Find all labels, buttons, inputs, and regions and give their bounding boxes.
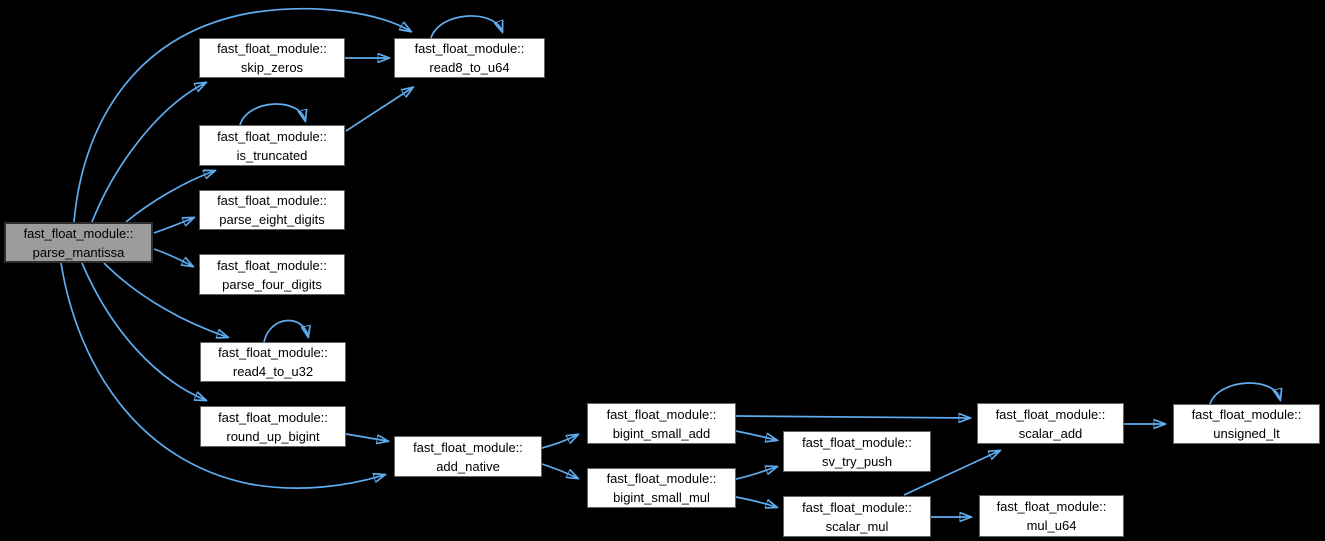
node-label-line2: is_truncated: [236, 147, 308, 163]
edge-bigint_small_mul-to-scalar_mul: [735, 496, 776, 507]
edge-read4_to_u32-self-loop: [263, 319, 308, 343]
node-label-line2: add_native: [436, 458, 500, 474]
node-bigint-small-mul[interactable]: fast_float_module:: bigint_small_mul: [587, 468, 736, 508]
node-label-line2: parse_eight_digits: [219, 212, 325, 227]
edge-bigint_small_add-to-sv_try_push: [735, 430, 776, 440]
node-label-line1: fast_float_module::: [414, 41, 525, 56]
edge-is_truncated-self-loop: [239, 103, 305, 126]
node-label-line2: bigint_small_mul: [613, 490, 710, 505]
node-add-native[interactable]: fast_float_module:: add_native: [394, 436, 542, 477]
node-label-line2: read8_to_u64: [429, 60, 510, 75]
edge-bigint_small_mul-to-sv_try_push: [735, 467, 776, 480]
node-label-line1: fast_float_module::: [802, 434, 912, 450]
edge-parse_mantissa-to-parse_four_digits: [153, 248, 192, 266]
node-read4-to-u32[interactable]: fast_float_module:: read4_to_u32: [200, 342, 346, 382]
node-label-line2: bigint_small_add: [612, 425, 711, 441]
node-label-line1: fast_float_module::: [217, 193, 327, 208]
node-unsigned-lt[interactable]: fast_float_module:: unsigned_lt: [1173, 404, 1320, 444]
node-mul-u64[interactable]: fast_float_module:: mul_u64: [979, 495, 1124, 537]
node-label-line1: fast_float_module::: [606, 406, 717, 422]
edge-parse_mantissa-to-add_native: [60, 262, 384, 489]
node-label-line1: fast_float_module::: [995, 406, 1106, 422]
node-label-line2: parse_four_digits: [222, 276, 322, 292]
node-label-line2: round_up_bigint: [226, 428, 320, 444]
node-label-line1: fast_float_module::: [218, 345, 328, 360]
node-label-line1: fast_float_module::: [996, 499, 1107, 514]
node-sv-try-push[interactable]: fast_float_module:: sv_try_push: [783, 431, 931, 472]
node-label-line1: fast_float_module::: [413, 439, 523, 455]
edge-parse_mantissa-to-round_up_bigint: [81, 262, 205, 400]
edge-add_native-to-bigint_small_add: [541, 435, 577, 449]
node-read8-to-u64[interactable]: fast_float_module:: read8_to_u64: [394, 38, 545, 78]
node-label-line2: parse_mantissa: [32, 244, 125, 260]
node-label-line1: fast_float_module::: [218, 409, 328, 425]
node-label-line1: fast_float_module::: [217, 41, 327, 56]
edge-parse_mantissa-to-parse_eight_digits: [153, 218, 193, 234]
node-parse-mantissa[interactable]: fast_float_module:: parse_mantissa: [4, 222, 153, 263]
node-scalar-mul[interactable]: fast_float_module:: scalar_mul: [783, 496, 931, 537]
node-label-line1: fast_float_module::: [1191, 407, 1302, 422]
node-label-line1: fast_float_module::: [23, 225, 134, 241]
node-label-line2: sv_try_push: [821, 453, 893, 469]
node-scalar-add[interactable]: fast_float_module:: scalar_add: [977, 403, 1124, 444]
edge-scalar_mul-to-scalar_add: [903, 451, 999, 496]
edge-is_truncated-to-read8_to_u64: [345, 88, 412, 132]
node-skip-zeros[interactable]: fast_float_module:: skip_zeros: [199, 38, 345, 78]
node-label-line2: mul_u64: [1026, 518, 1077, 533]
node-label-line1: fast_float_module::: [217, 257, 327, 273]
node-label-line1: fast_float_module::: [217, 128, 327, 144]
node-label-line1: fast_float_module::: [802, 499, 912, 515]
edge-bigint_small_add-to-scalar_add: [735, 416, 969, 418]
node-round-up-bigint[interactable]: fast_float_module:: round_up_bigint: [200, 406, 346, 447]
node-label-line2: scalar_mul: [825, 518, 889, 534]
edge-parse_mantissa-to-read4_to_u32: [103, 262, 227, 337]
node-bigint-small-add[interactable]: fast_float_module:: bigint_small_add: [587, 403, 736, 444]
node-label-line2: scalar_add: [1018, 425, 1083, 441]
edge-parse_mantissa-to-is_truncated: [125, 171, 214, 223]
edge-add_native-to-bigint_small_mul: [541, 463, 577, 478]
node-label-line1: fast_float_module::: [606, 471, 717, 486]
edge-unsigned_lt-self-loop: [1209, 382, 1280, 405]
edge-round_up_bigint-to-add_native: [345, 433, 387, 441]
node-parse-eight-digits[interactable]: fast_float_module:: parse_eight_digits: [199, 190, 345, 230]
node-label-line2: skip_zeros: [240, 60, 304, 75]
edge-parse_mantissa-to-skip_zeros: [91, 83, 205, 223]
node-is-truncated[interactable]: fast_float_module:: is_truncated: [199, 125, 345, 166]
node-label-line2: unsigned_lt: [1213, 426, 1280, 441]
edge-parse_mantissa-to-read8_to_u64: [73, 7, 410, 223]
node-label-line2: read4_to_u32: [232, 364, 314, 379]
edge-read8_to_u64-self-loop: [430, 15, 502, 39]
node-parse-four-digits[interactable]: fast_float_module:: parse_four_digits: [199, 254, 345, 295]
